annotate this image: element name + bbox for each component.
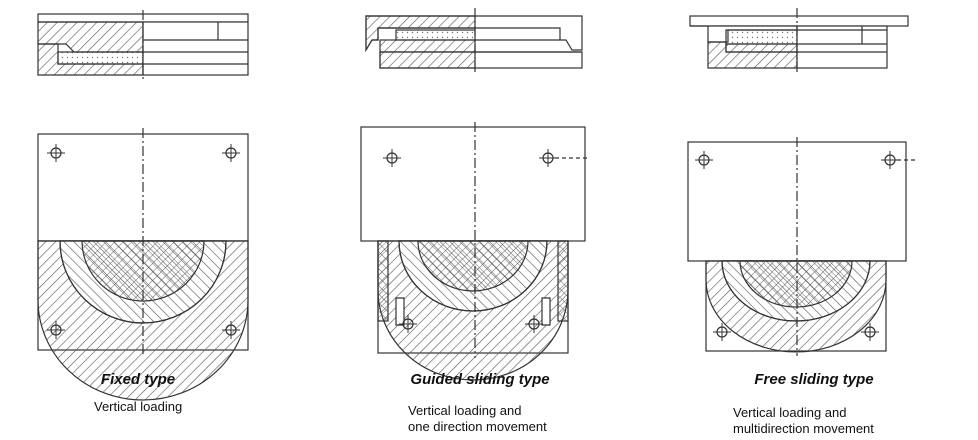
guided-type-desc-line-1: Vertical loading and (408, 403, 522, 418)
guided-type-title: Guided sliding type (410, 371, 550, 388)
guided-type-desc-line-2: one direction movement (408, 419, 547, 434)
fixed-type-description: Vertical loading (94, 399, 244, 415)
fixed-type-section-view (37, 10, 249, 80)
guided-type-section-view (365, 8, 583, 74)
free-type-section-view (689, 8, 909, 74)
fixed-type-title: Fixed type (100, 371, 176, 388)
free-type-title: Free sliding type (754, 371, 874, 388)
fixed-type-desc-line-1: Vertical loading (94, 399, 183, 414)
free-type-description: Vertical loading and multidirection move… (733, 405, 923, 437)
guided-type-plan-view (360, 122, 590, 381)
free-type-desc-line-2: multidirection movement (733, 421, 874, 436)
free-type-desc-line-1: Vertical loading and (733, 405, 847, 420)
free-type-plan-view (687, 137, 915, 356)
guided-type-description: Vertical loading and one direction movem… (408, 403, 588, 435)
fixed-type-plan-view (37, 128, 249, 401)
